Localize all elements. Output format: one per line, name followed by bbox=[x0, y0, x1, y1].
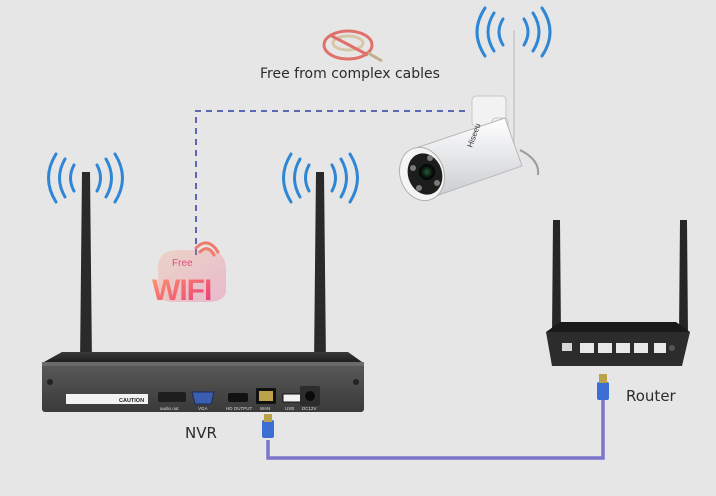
bullet-camera bbox=[398, 27, 540, 202]
nvr-usb-label: USB bbox=[285, 406, 294, 411]
camera-signal-icon bbox=[475, 6, 552, 58]
ethernet-cable bbox=[262, 374, 609, 460]
wireless-link-line bbox=[195, 110, 470, 255]
nvr-vga-label: VGA bbox=[198, 406, 208, 411]
nvr-audio-label: audio out bbox=[160, 406, 179, 411]
wifi-badge-free: Free bbox=[172, 258, 193, 269]
router-device bbox=[546, 220, 690, 366]
wifi-badge-wifi: WIFI bbox=[152, 274, 211, 307]
free-wifi-badge: Free WIFI bbox=[152, 241, 226, 307]
nvr-label: NVR bbox=[185, 424, 217, 442]
nvr-device bbox=[42, 352, 364, 412]
cables-caption: Free from complex cables bbox=[260, 66, 440, 82]
router-label: Router bbox=[626, 387, 676, 405]
nvr-left-signal-icon bbox=[47, 152, 124, 204]
nvr-right-signal-icon bbox=[282, 152, 359, 204]
nvr-caution-label: CAUTION bbox=[119, 398, 144, 404]
nvr-hdmi-label: HD OUTPUT bbox=[226, 406, 252, 411]
no-cable-icon bbox=[322, 29, 383, 63]
nvr-wan-label: WAN bbox=[260, 406, 270, 411]
nvr-power-label: DC12V bbox=[302, 406, 317, 411]
